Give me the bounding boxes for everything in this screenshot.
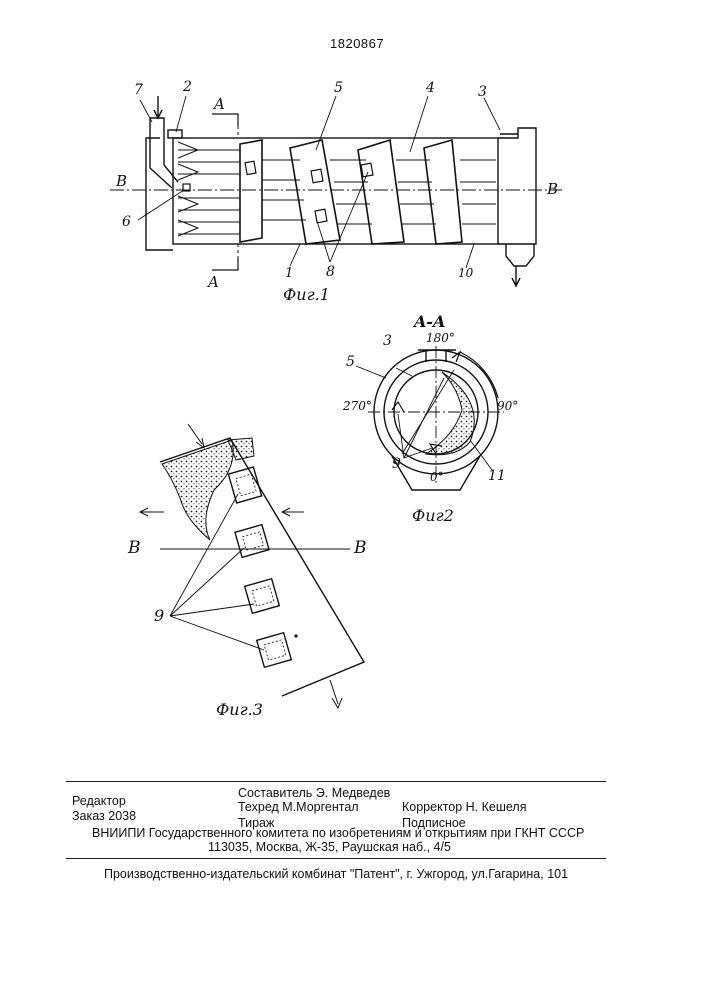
axis-label-fig3-right: B [354, 538, 367, 558]
axis-label-left: B [116, 172, 127, 190]
callout-4: 4 [426, 80, 435, 96]
figure-3 [140, 424, 364, 708]
axis-label-right: B [547, 180, 558, 198]
feed-hopper [150, 118, 178, 188]
fig1-caption: Фиг.1 [283, 285, 330, 304]
imprint-order: Заказ 2038 [72, 809, 136, 823]
flange [168, 130, 182, 138]
patent-drawings [0, 0, 707, 760]
angle-180: 180° [426, 331, 455, 345]
angle-90: 90° [497, 399, 518, 413]
callout-5: 5 [334, 80, 343, 96]
section-mark-top: A [214, 95, 225, 113]
outlet [506, 244, 534, 266]
fig2-title: A-A [414, 312, 445, 331]
imprint-publisher: Производственно-издательский комбинат "П… [104, 867, 568, 881]
callout-3: 3 [478, 84, 487, 100]
callout-11-fig2: 11 [488, 468, 506, 484]
callout-5-fig2: 5 [346, 354, 355, 370]
fig2-caption: Фиг2 [412, 506, 454, 525]
angle-270: 270° [343, 399, 372, 413]
callout-8: 8 [326, 264, 335, 280]
imprint-institute: ВНИИПИ Государственного комитета по изоб… [92, 826, 584, 840]
callout-7: 7 [134, 82, 143, 98]
callout-3-fig2: 3 [383, 333, 392, 349]
figure-2 [356, 346, 504, 490]
rule-top [66, 781, 606, 782]
section-mark-bottom: A [208, 273, 219, 291]
imprint-compiler: Составитель Э. Медведев [238, 786, 390, 800]
callout-9-fig2: 9 [392, 456, 401, 472]
fig3-caption: Фиг.3 [216, 700, 263, 719]
imprint-proofreader: Корректор Н. Кешеля [402, 800, 527, 814]
material-pile [162, 440, 233, 540]
figure-1 [110, 96, 562, 286]
right-casing [498, 128, 536, 244]
callout-2: 2 [183, 79, 192, 95]
axis-label-fig3-left: B [128, 538, 141, 558]
angle-0: 0° [430, 470, 444, 484]
callout-9-fig3: 9 [154, 606, 164, 625]
imprint-editor: Редактор [72, 794, 126, 808]
rule-bottom [66, 858, 606, 859]
callout-1: 1 [285, 266, 293, 281]
imprint-address: 113035, Москва, Ж-35, Раушская наб., 4/5 [208, 840, 451, 854]
imprint-tech-editor: Техред М.Моргентал [238, 800, 359, 814]
callout-6: 6 [122, 214, 131, 230]
callout-10: 10 [458, 266, 473, 280]
